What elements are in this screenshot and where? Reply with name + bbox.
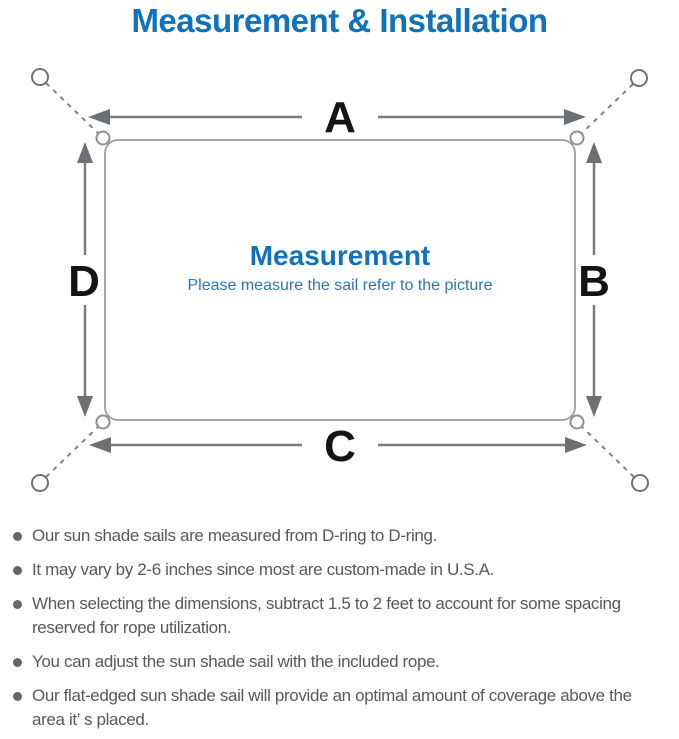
d-ring-bottom-left xyxy=(95,414,111,430)
measurement-diagram: A C D xyxy=(0,58,679,508)
note-text: It may vary by 2-6 inches since most are… xyxy=(32,560,495,579)
arrow-d-head-bottom xyxy=(77,396,93,417)
note-item: Our flat-edged sun shade sail will provi… xyxy=(13,684,666,732)
page-title: Measurement & Installation xyxy=(131,2,548,39)
d-ring-top-right xyxy=(569,130,585,146)
tether-line-bottom-right xyxy=(580,425,635,478)
note-item: Our sun shade sails are measured from D-… xyxy=(13,524,666,548)
arrow-a-head-left xyxy=(88,109,110,125)
anchor-ring-bottom-left xyxy=(31,474,49,492)
anchor-ring-top-left xyxy=(31,68,49,86)
arrow-c-head-left xyxy=(89,437,111,453)
arrow-c-head-right xyxy=(565,437,587,453)
diagram-subtitle: Please measure the sail refer to the pic… xyxy=(187,277,493,294)
arrow-b-head-top xyxy=(586,142,602,163)
note-text: When selecting the dimensions, subtract … xyxy=(32,594,621,637)
diagram-canvas: A C D xyxy=(31,68,649,492)
bullet-icon xyxy=(13,692,22,701)
tether-line-top-left xyxy=(45,82,100,135)
diagram-heading: Measurement xyxy=(249,240,431,271)
d-ring-bottom-right xyxy=(569,414,585,430)
note-text: Our flat-edged sun shade sail will provi… xyxy=(32,686,632,729)
note-item: It may vary by 2-6 inches since most are… xyxy=(13,558,666,582)
dimension-label-c: C xyxy=(324,422,356,471)
tether-line-top-right xyxy=(580,83,634,135)
dimension-label-d: D xyxy=(68,257,100,306)
dimension-label-a: A xyxy=(324,93,356,142)
note-item: When selecting the dimensions, subtract … xyxy=(13,592,666,640)
anchor-ring-top-right xyxy=(630,69,648,87)
anchor-ring-bottom-right xyxy=(631,474,649,492)
diagram-center-text: Measurement Please measure the sail refe… xyxy=(105,240,575,296)
tether-line-bottom-left xyxy=(45,425,100,478)
arrow-b-head-bottom xyxy=(586,396,602,417)
note-text: Our sun shade sails are measured from D-… xyxy=(32,526,437,545)
arrow-d-head-top xyxy=(77,142,93,163)
dimension-arrow-d: D xyxy=(68,142,100,417)
bullet-icon xyxy=(13,566,22,575)
notes-list: Our sun shade sails are measured from D-… xyxy=(13,524,666,739)
dimension-arrow-b: B xyxy=(578,142,610,417)
note-text: You can adjust the sun shade sail with t… xyxy=(32,652,440,671)
arrow-a-head-right xyxy=(564,109,586,125)
dimension-arrow-c: C xyxy=(89,422,587,471)
d-ring-top-left xyxy=(95,130,111,146)
bullet-icon xyxy=(13,532,22,541)
dimension-arrow-a: A xyxy=(88,93,586,142)
sail-outline xyxy=(104,139,576,421)
bullet-icon xyxy=(13,658,22,667)
bullet-icon xyxy=(13,600,22,609)
note-item: You can adjust the sun shade sail with t… xyxy=(13,650,666,674)
dimension-label-b: B xyxy=(578,257,610,306)
